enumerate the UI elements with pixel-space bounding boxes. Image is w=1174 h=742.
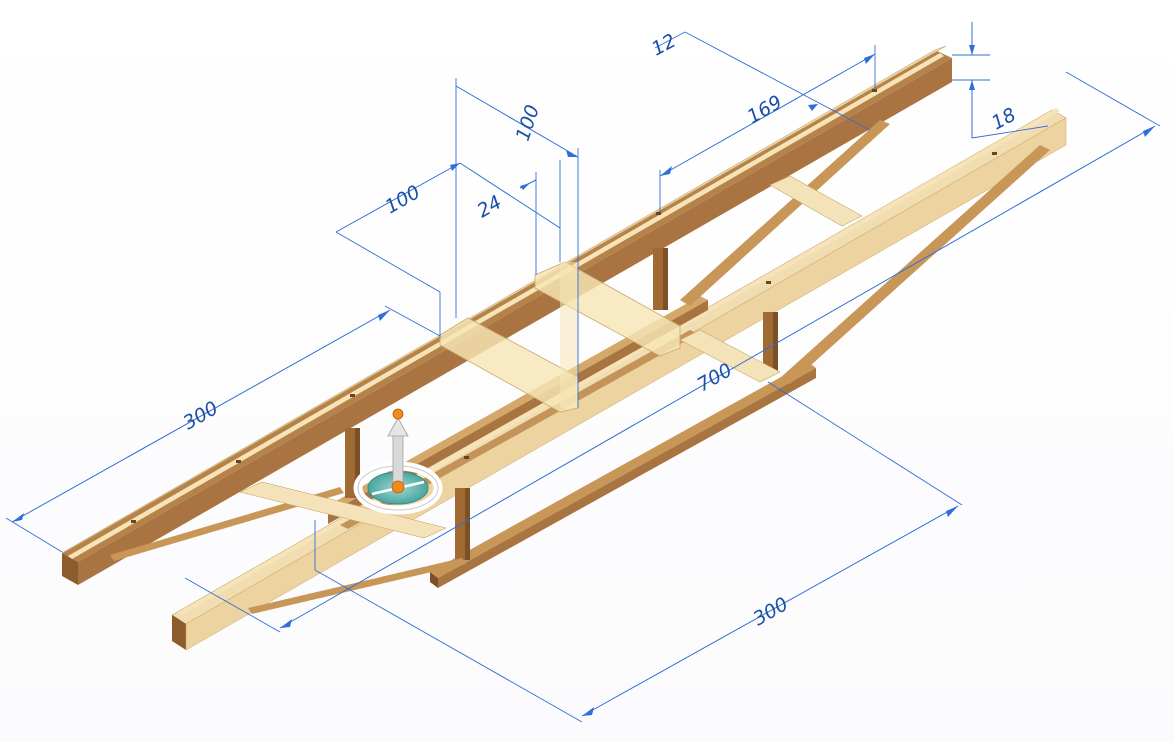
right-rail[interactable] — [171, 108, 1067, 651]
dim-169-label: 169 — [744, 91, 786, 128]
dimension-100-left[interactable]: 100 — [335, 162, 461, 338]
cross-members[interactable] — [239, 175, 863, 539]
dim-300-bottom-label: 300 — [750, 593, 792, 630]
wooden-frame[interactable] — [61, 45, 1067, 651]
dimension-24[interactable]: 24 — [459, 160, 561, 275]
dim-18-label: 18 — [988, 104, 1020, 135]
vertical-posts[interactable] — [345, 248, 778, 560]
left-rail[interactable] — [61, 45, 952, 585]
move-rotate-gizmo-icon[interactable] — [353, 408, 443, 515]
diagonal-braces[interactable] — [110, 120, 1050, 614]
gusset-plates[interactable] — [439, 261, 681, 413]
dim-12-label: 12 — [648, 30, 680, 61]
dim-300-left-label: 300 — [180, 397, 222, 434]
rail-notches — [131, 89, 997, 523]
dim-100-top-label: 100 — [512, 102, 544, 143]
dim-24-label: 24 — [474, 191, 506, 222]
lower-beam-right[interactable] — [430, 362, 816, 588]
